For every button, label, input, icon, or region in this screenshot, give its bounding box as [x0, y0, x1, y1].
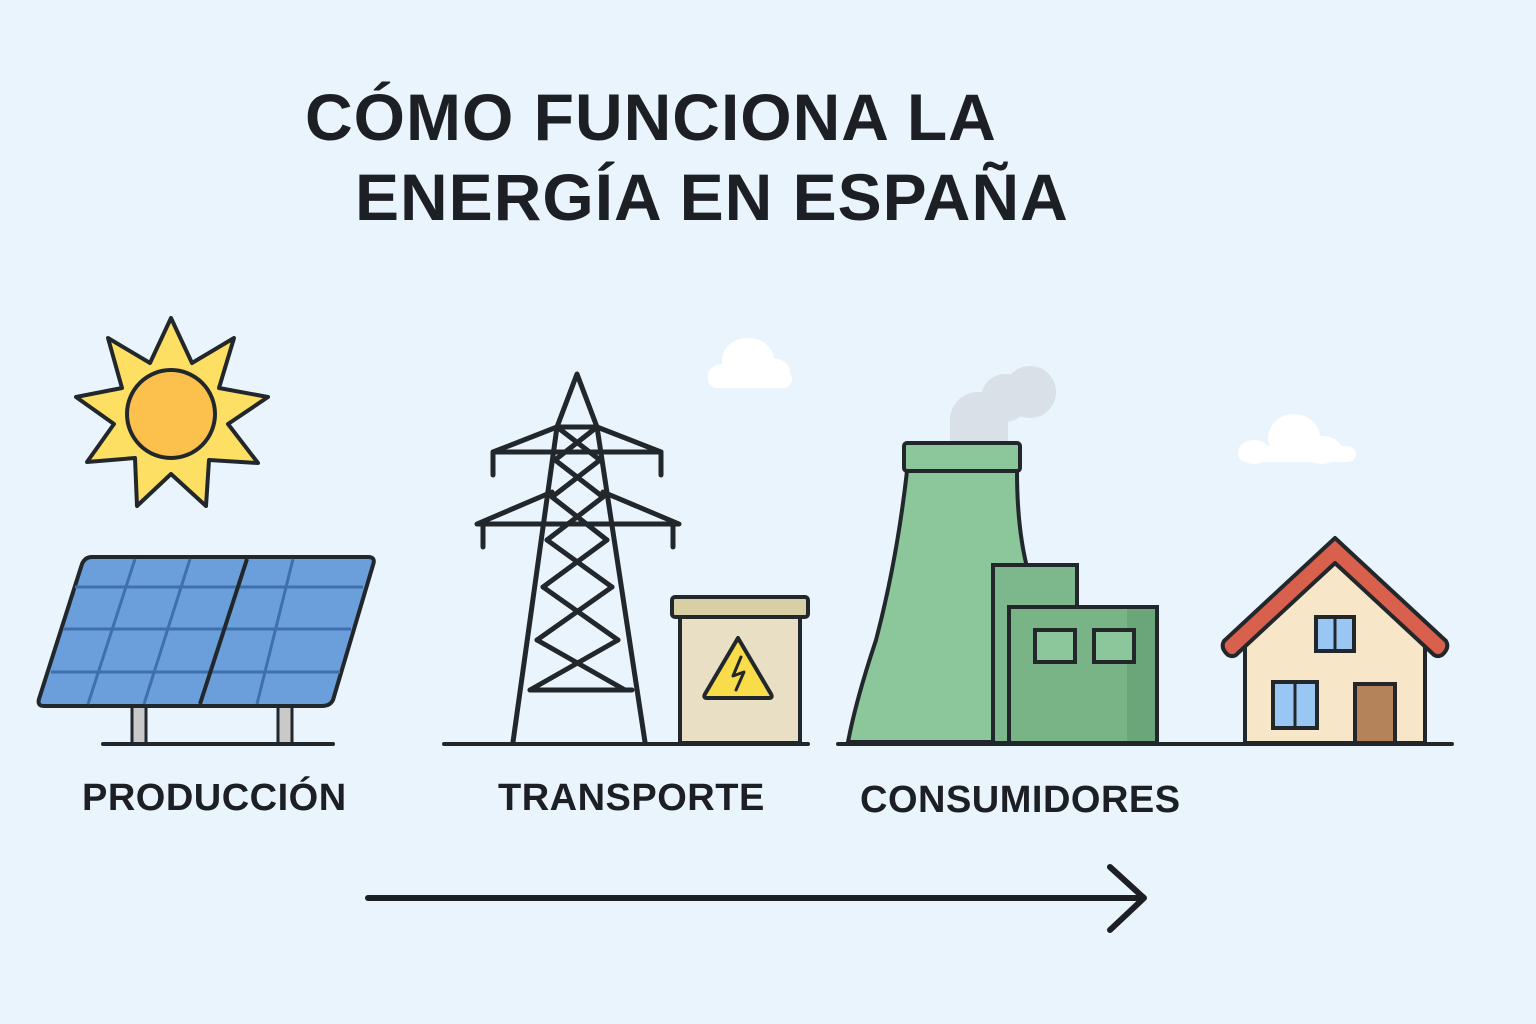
- title-line-2: ENERGÍA EN ESPAÑA: [355, 160, 1069, 234]
- cloud-icon: [708, 338, 792, 388]
- transmission-tower-icon: [474, 371, 682, 745]
- arrow-right-icon: [365, 864, 1147, 933]
- stage-label-transporte: TRANSPORTE: [498, 777, 765, 819]
- power-plant-icon: [846, 366, 1159, 745]
- smoke-icon: [950, 366, 1056, 448]
- high-voltage-warning-icon: [702, 636, 774, 700]
- sun-icon: [74, 316, 270, 508]
- cloud-icon: [1238, 414, 1356, 464]
- stage-label-produccion: PRODUCCIÓN: [82, 777, 347, 819]
- solar-panel-icon: [36, 555, 376, 746]
- transformer-box-icon: [670, 595, 810, 745]
- title-line-1: CÓMO FUNCIONA LA: [305, 80, 997, 154]
- stage-label-consumidores: CONSUMIDORES: [860, 779, 1181, 821]
- house-icon: [1220, 536, 1450, 745]
